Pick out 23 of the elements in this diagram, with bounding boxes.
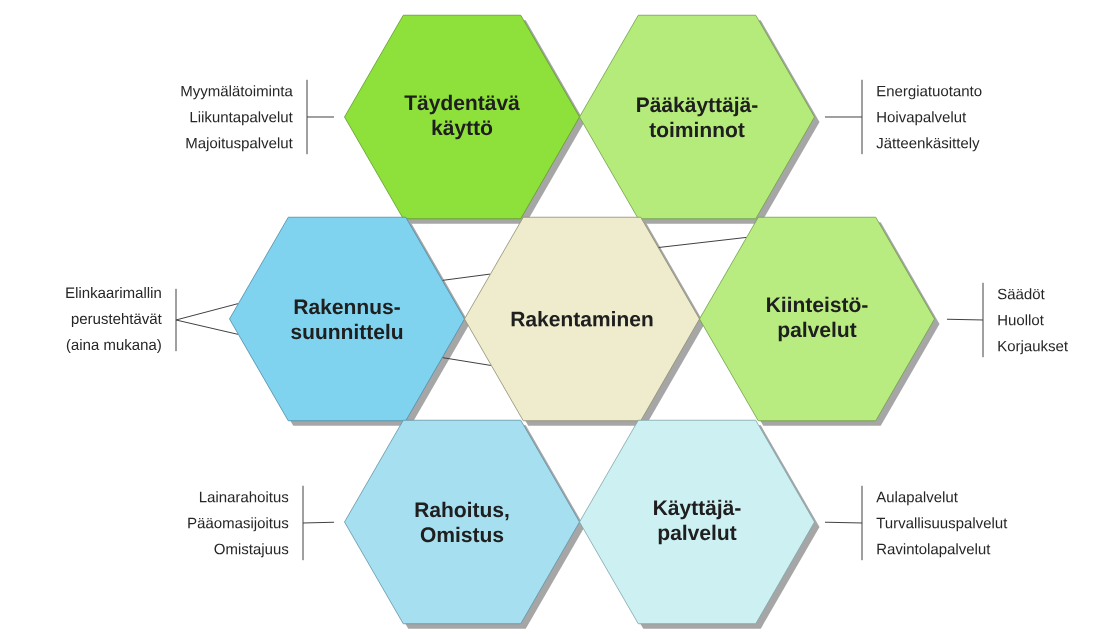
hexagon: Pääkäyttäjä- toiminnot (579, 14, 820, 224)
hexagon: Täydentävä käyttö (344, 14, 585, 224)
hexagon: Kiinteistö- palvelut (699, 216, 940, 426)
bracketed-list: Myymälätoiminta Liikuntapalvelut Majoituspalvelut (181, 79, 308, 155)
hexagon: Rahoitus, Omistus (344, 419, 585, 629)
bracketed-list: Elinkaarimallin perustehtävät (aina mukana) (66, 287, 177, 353)
connector-line (175, 319, 239, 335)
bracketed-list: Säädöt Huollot Korjaukset (982, 282, 1068, 358)
hexagon: Käyttäjä- palvelut (579, 419, 820, 629)
hexagon: Rakennus- suunnittelu (229, 216, 470, 426)
connector-line (302, 521, 335, 524)
connector-line (946, 318, 984, 321)
connector-line (824, 521, 863, 524)
connector-line (306, 116, 335, 118)
connector-line (658, 236, 747, 248)
bracketed-list: Aulapalvelut Turvallisuuspalvelut Ravintolapalvelut (861, 485, 1008, 561)
connector-line (442, 273, 491, 281)
connector-line (175, 303, 239, 321)
bracketed-list: Energiatuotanto Hoivapalvelut Jätteenkäsittely (861, 79, 982, 155)
connector-line (824, 116, 863, 118)
connector-line (442, 357, 492, 366)
bracketed-list: Lainarahoitus Pääomasijoitus Omistajuus (188, 485, 304, 561)
hexagon: Rakentaminen (464, 216, 705, 426)
